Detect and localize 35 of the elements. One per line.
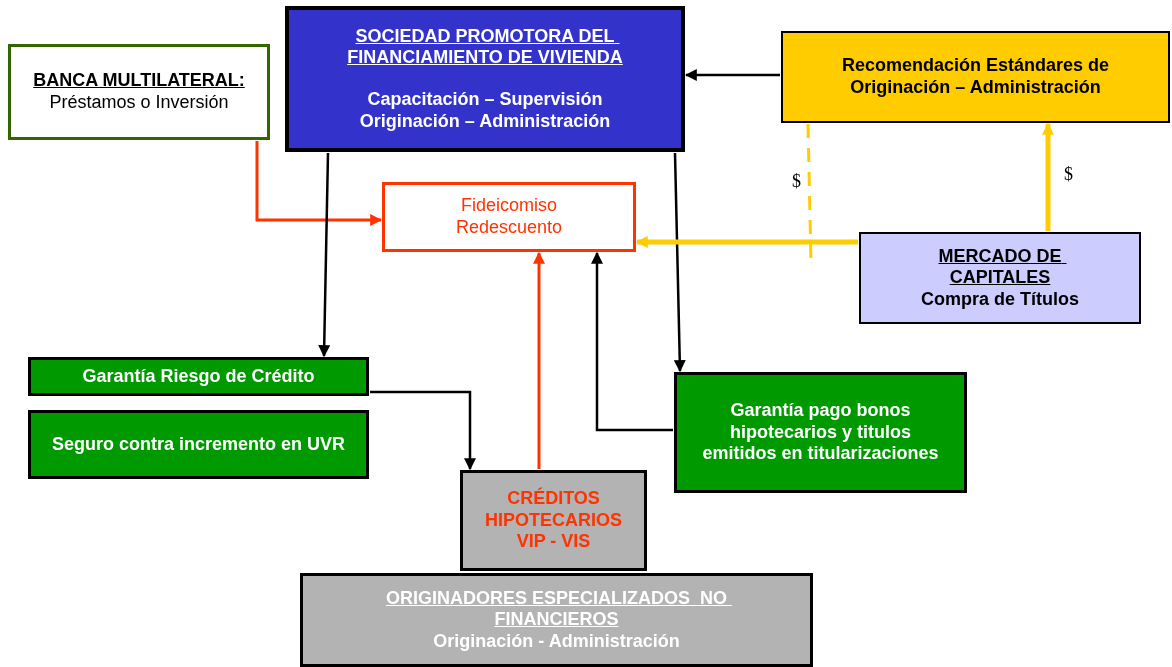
box-text: Capacitación – Supervisión Originación – Administración	[358, 89, 612, 133]
edge-label: $	[790, 172, 803, 190]
box-text: Fideicomiso Redescuento	[454, 195, 564, 239]
process-box	[8, 44, 270, 140]
process-box	[28, 357, 369, 396]
box-text: Préstamos o Inversión	[49, 92, 229, 114]
arrow	[533, 251, 545, 469]
process-box	[781, 31, 1170, 123]
process-box	[460, 470, 647, 571]
process-box	[859, 232, 1141, 324]
arrow	[255, 141, 383, 226]
box-text: Garantía Riesgo de Crédito	[82, 365, 315, 388]
heading: MERCADO DE CAPITALES	[937, 245, 1063, 289]
arrow	[370, 390, 476, 471]
arrow	[673, 152, 686, 373]
edge-label: $	[1062, 165, 1075, 183]
process-box	[300, 573, 813, 667]
process-box	[285, 6, 685, 152]
box-text: Compra de Títulos	[921, 288, 1079, 311]
box-text: Seguro contra incremento en UVR	[51, 433, 346, 456]
box-text: Garantía pago bonos hipotecarios y titulos emitidos en titularizaciones	[701, 400, 940, 465]
process-box	[382, 182, 636, 252]
box-text: Originación - Administración	[433, 630, 680, 653]
arrow	[591, 251, 673, 432]
arrow	[1042, 122, 1054, 231]
heading: BANCA MULTILATERAL:	[33, 70, 245, 92]
heading: SOCIEDAD PROMOTORA DEL FINANCIAMIENTO DE VIVIENDA	[346, 25, 624, 69]
heading: ORIGINADORES ESPECIALIZADOS NO FINANCIEROS	[384, 587, 728, 631]
process-box	[674, 372, 967, 493]
box-text: CRÉDITOS HIPOTECARIOS VIP - VIS	[484, 488, 623, 553]
arrow	[684, 69, 780, 81]
arrow	[635, 236, 858, 248]
arrow	[318, 152, 331, 358]
box-text: Recomendación Estándares de Originación – Administración	[840, 55, 1111, 99]
process-box	[28, 410, 369, 479]
